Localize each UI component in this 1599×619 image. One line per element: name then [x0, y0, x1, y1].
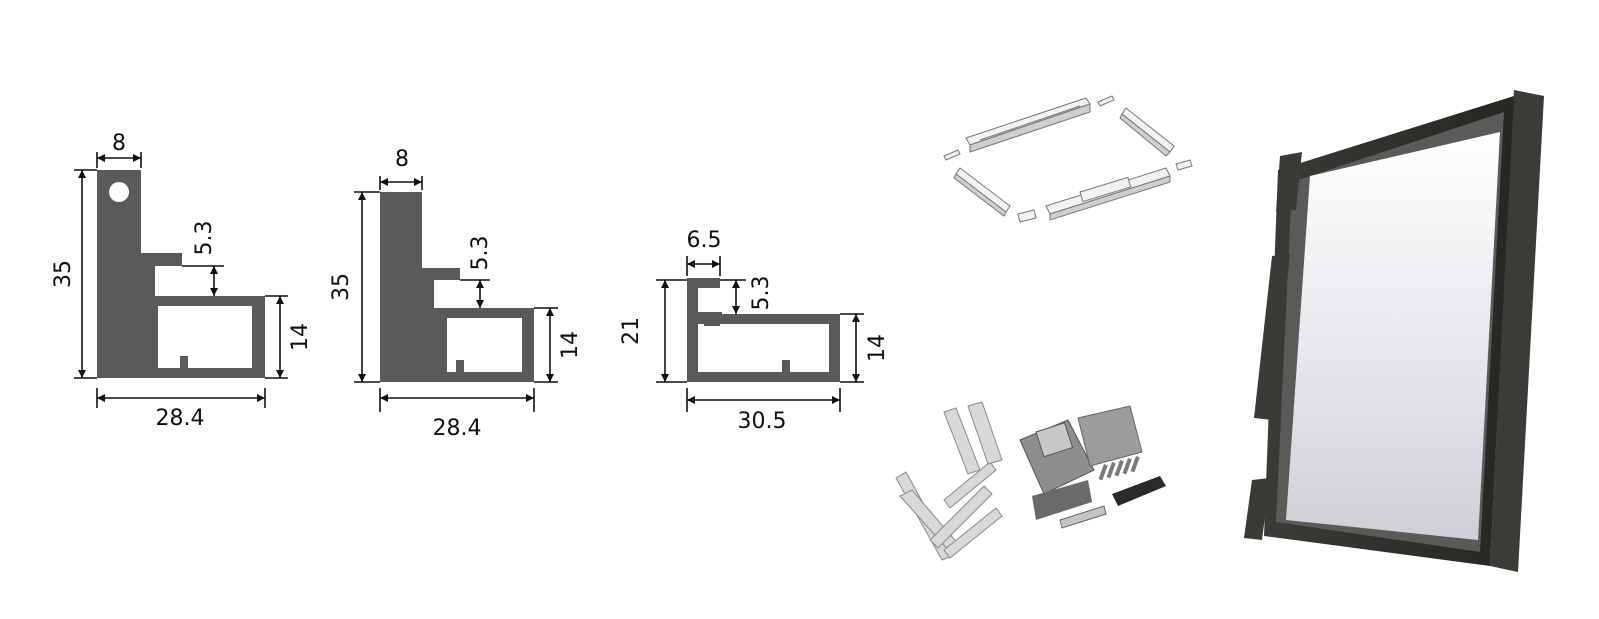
profile-2-step-label: 5.3	[468, 236, 493, 271]
profile-2-section: 8 5.3 35 14 28.4	[329, 147, 583, 441]
profile-3-arrow	[687, 260, 695, 268]
kit-top-rail-groove	[979, 105, 1081, 141]
profile-3-arrow	[661, 280, 669, 288]
panel-hinge-tab	[1254, 254, 1290, 420]
kit-corner-connector	[1097, 95, 1115, 107]
hardware-photo	[895, 401, 1166, 561]
screw	[1098, 464, 1108, 481]
profile-3-top-width-label: 6.5	[687, 228, 722, 253]
profile-2-arrow	[358, 192, 366, 200]
corner-bracket-arm	[967, 401, 1003, 465]
profile-3-step-label: 5.3	[749, 276, 774, 311]
profile-3-height-label: 21	[619, 317, 644, 345]
profile-3-arrow	[712, 260, 720, 268]
corner-bracket-arm	[929, 485, 993, 549]
panel-right-edge	[1490, 90, 1544, 572]
profile-2-arrow	[358, 374, 366, 382]
door-panel-render	[1244, 90, 1544, 572]
profile-1-height-label: 35	[51, 260, 76, 288]
kit-corner-connector	[943, 149, 961, 161]
screw	[1130, 456, 1140, 473]
profile-2-arrow	[414, 178, 422, 186]
hinge-arm	[1059, 505, 1107, 529]
profile-3-tube-label: 14	[865, 334, 890, 362]
profile-2-arrow	[526, 394, 534, 402]
profile-1-tube-label: 14	[288, 323, 313, 351]
profile-2-arrow	[546, 308, 554, 316]
profile-3-clip	[704, 314, 720, 326]
profile-2-arrow	[476, 300, 484, 308]
kit-top-rail-side	[969, 103, 1091, 153]
profile-1-screw-hole	[109, 182, 129, 202]
profile-2-arrow	[546, 374, 554, 382]
profile-1-arrow	[97, 394, 105, 402]
profile-3-arrow	[732, 280, 740, 288]
profile-2-shape	[380, 192, 534, 382]
profile-3-arrow	[687, 396, 695, 404]
hinge-body	[1035, 422, 1074, 458]
corner-bracket-arm	[943, 461, 997, 509]
profile-3-arrow	[852, 314, 860, 322]
profile-1-arrow	[133, 154, 141, 162]
corner-brackets	[895, 401, 1003, 561]
profile-3-arrow	[852, 374, 860, 382]
hinge-set	[1019, 405, 1166, 529]
profile-3-arrow	[661, 374, 669, 382]
profile-2-top-width-label: 8	[395, 147, 409, 172]
kit-corner-connector	[1175, 159, 1193, 171]
profile-1-arrow	[78, 370, 86, 378]
kit-bottom-rail-side	[1049, 175, 1171, 221]
profile-3-width-label: 30.5	[738, 409, 787, 434]
profile-1-shape	[97, 170, 265, 378]
profile-3-arrow	[732, 306, 740, 314]
panel-glass	[1286, 132, 1500, 540]
kit-left-rail-side	[953, 173, 1007, 217]
screw	[1122, 458, 1132, 475]
profile-2-notch	[456, 360, 464, 372]
profile-1-step-label: 5.3	[192, 221, 217, 256]
profile-2-arrow	[380, 394, 388, 402]
profile-1-width-label: 28.4	[156, 406, 205, 431]
profile-1-arrow	[276, 296, 284, 304]
kit-right-rail	[1121, 107, 1175, 153]
profile-2-height-label: 35	[329, 273, 354, 301]
frame-kit-illustration	[943, 95, 1193, 223]
panel-hinge-tab	[1244, 478, 1270, 540]
profile-2-arrow	[476, 280, 484, 288]
profile-2-tube-label: 14	[558, 331, 583, 359]
profile-1-top-width-label: 8	[112, 131, 126, 156]
profile-1-arrow	[210, 266, 218, 274]
kit-bottom-insert	[1079, 176, 1132, 203]
hinge-latch	[1112, 476, 1166, 506]
cover-plate	[1077, 405, 1143, 467]
corner-bracket-arm	[943, 507, 1003, 559]
profile-1-arrow	[210, 288, 218, 296]
profile-2-width-label: 28.4	[433, 416, 482, 441]
kit-right-rail-side	[1119, 113, 1171, 157]
profile-2-arrow	[380, 178, 388, 186]
profile-3-section: 6.5 5.3 21 14 30.5	[619, 228, 890, 434]
screw	[1106, 462, 1116, 479]
profile-1-arrow	[78, 170, 86, 178]
panel-hinge-tab	[1276, 152, 1302, 212]
hinge-base	[1032, 480, 1092, 520]
profile-1-arrow	[276, 370, 284, 378]
profile-1-arrow	[257, 394, 265, 402]
profile-3-notch	[782, 360, 790, 372]
screw	[1114, 460, 1124, 477]
profile-1-arrow	[97, 154, 105, 162]
profile-1-section: 8 5.3 35 14 28.4	[51, 131, 313, 431]
kit-corner-connector	[1017, 209, 1037, 223]
screw-set	[1098, 456, 1140, 481]
profile-3-arrow	[832, 396, 840, 404]
kit-left-rail	[955, 167, 1011, 213]
profile-1-notch	[180, 356, 188, 368]
